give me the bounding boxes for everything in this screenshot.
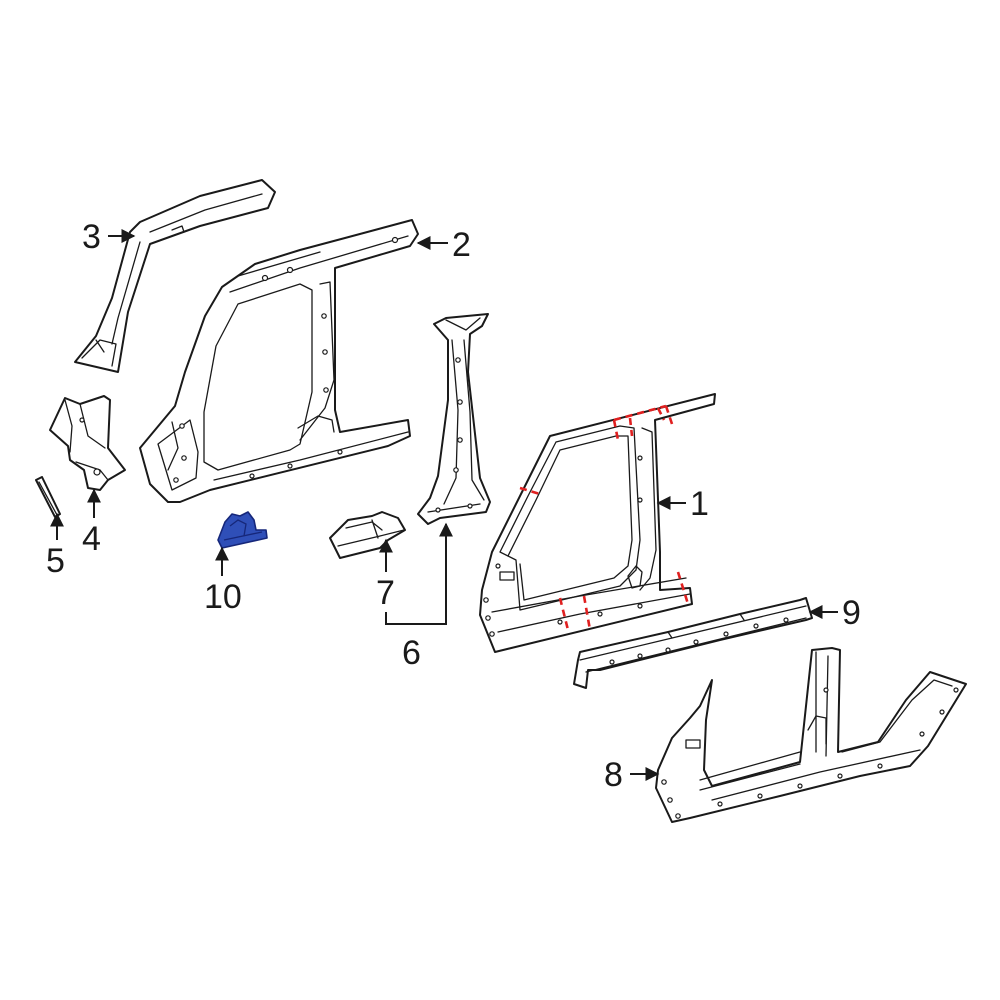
part-6-b-pillar[interactable] [417,313,491,525]
part-4-pillar-bracket[interactable] [49,395,126,491]
callout-labels: 1 2 3 4 5 6 7 8 9 10 [46,218,861,794]
leader-lines [50,229,838,781]
part-7-lower-bracket[interactable] [329,511,406,559]
part-10-highlighted-bracket[interactable] [217,511,268,549]
leader-6 [385,522,453,625]
callout-7: 7 [376,574,395,612]
cut-line [612,419,620,441]
cut-lines [519,404,690,631]
callout-5: 5 [46,542,65,580]
part-9-rocker-reinforcement[interactable] [573,597,813,689]
part-3-roof-rail[interactable] [74,179,276,373]
cut-line [656,407,666,421]
cut-line [558,597,570,631]
callout-4: 4 [82,520,101,558]
cut-line [676,571,690,605]
callout-10: 10 [204,578,242,616]
part-5-strip[interactable] [35,476,61,518]
cut-line [519,486,541,496]
cut-line [664,405,674,425]
callout-8: 8 [604,756,623,794]
part-1-body-side-outer[interactable] [479,393,716,653]
callout-3: 3 [82,218,101,256]
part-10-fill [217,511,268,549]
cut-line [613,404,667,422]
callout-2: 2 [452,226,471,264]
callout-1: 1 [690,485,709,523]
callout-9: 9 [842,594,861,632]
part-8-rocker-sill[interactable] [655,647,967,823]
cut-line [582,595,592,631]
callout-6: 6 [402,634,421,672]
part-2-body-side-frame[interactable] [139,219,419,503]
cut-line [628,417,634,437]
